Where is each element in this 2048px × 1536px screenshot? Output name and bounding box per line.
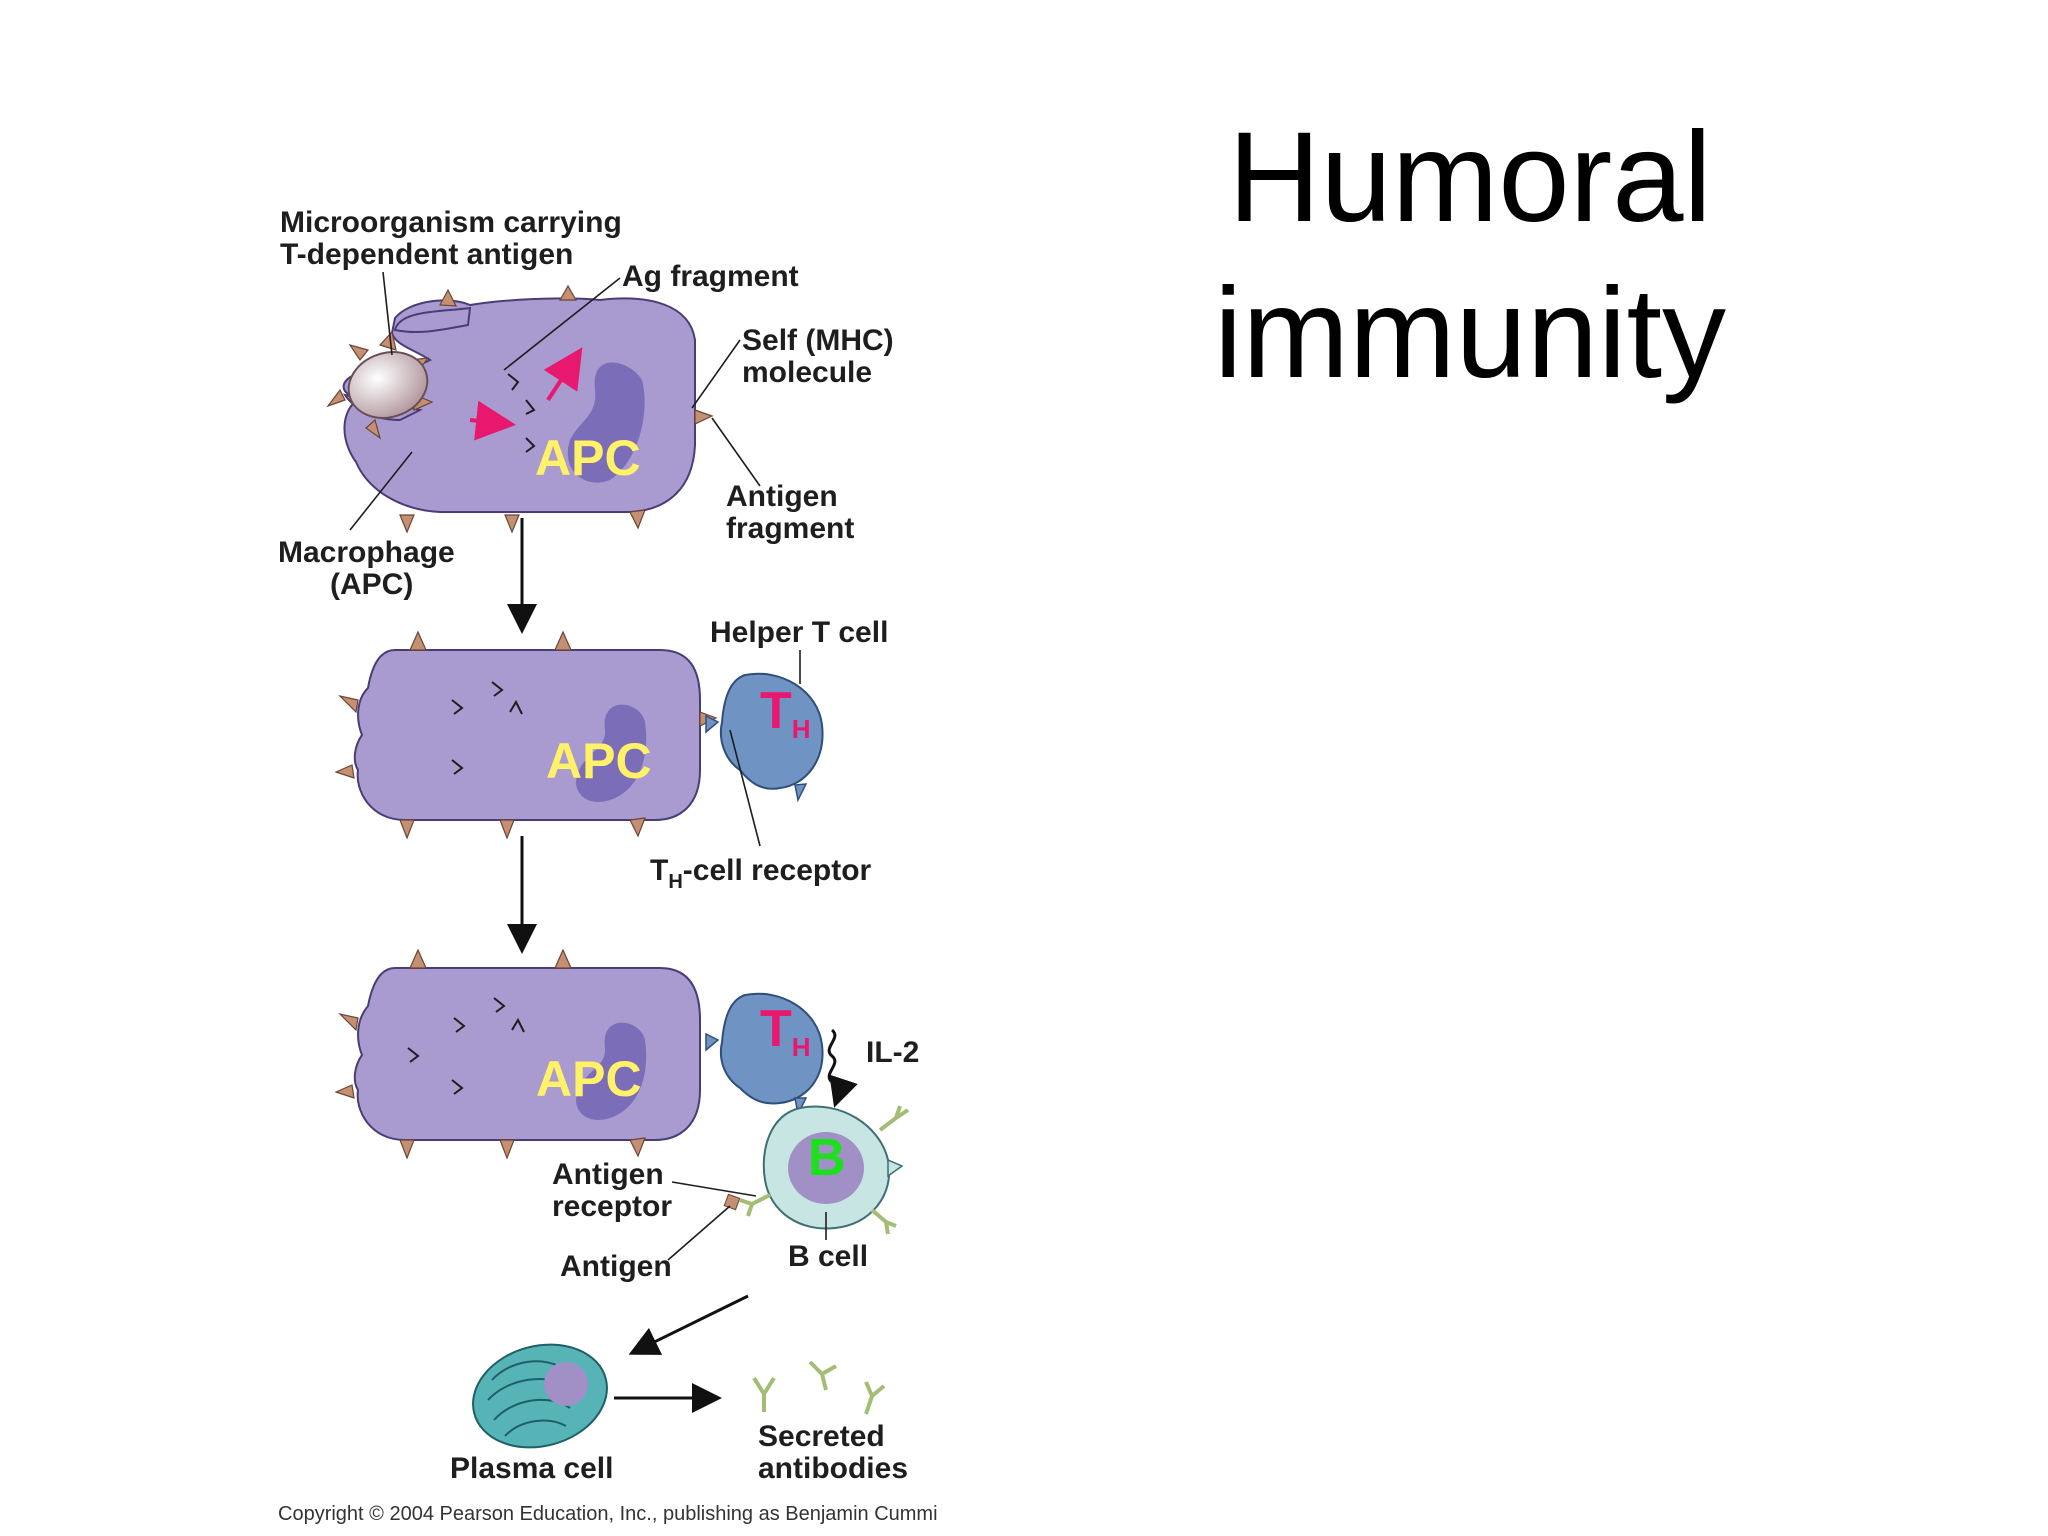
il2-signal-arrow — [827, 1028, 858, 1108]
surface-spikes-1 — [399, 284, 714, 534]
apc-label-2: APC — [546, 733, 652, 789]
microorganism-label-line1: Microorganism carrying — [280, 206, 622, 239]
secreted-antibodies-label-line1: Secreted — [758, 1420, 885, 1453]
b-letter: B — [808, 1129, 846, 1187]
il2-label: IL-2 — [866, 1036, 919, 1069]
bound-antigen — [723, 1193, 741, 1211]
ag-fragment-label: Ag fragment — [622, 260, 799, 293]
antigen-fragment-label-line1: Antigen — [726, 480, 838, 513]
antigen-fragment-label-line2: fragment — [726, 512, 854, 545]
internal-fragments-3 — [407, 997, 525, 1095]
internal-fragments-1 — [507, 373, 536, 453]
plasma-cell-body — [472, 1343, 608, 1449]
b-cell: B — [723, 1105, 910, 1235]
title-line-1: Humoral — [1228, 106, 1712, 249]
plasma-cell — [472, 1343, 608, 1449]
th-receptor-3 — [705, 1032, 720, 1052]
helper-t-cell-stage-3: TH — [705, 992, 824, 1117]
plasma-cell-nucleus — [544, 1362, 588, 1406]
antigen-label: Antigen — [560, 1250, 672, 1283]
helper-t-cell-stage-2: TH — [705, 672, 824, 803]
present-arrow — [543, 347, 583, 402]
macrophage-nucleus-2 — [576, 704, 647, 802]
self-mhc-label-line1: Self (MHC) — [742, 324, 894, 357]
b-cell-nucleus — [788, 1132, 864, 1204]
stage-3-labels: Antigen receptor Antigen B cell — [552, 1158, 868, 1283]
apc-label-1: APC — [535, 430, 641, 486]
macrophage-body-3 — [353, 967, 701, 1141]
self-mhc-label-line2: molecule — [742, 356, 872, 389]
b-cell-spike — [887, 1158, 904, 1178]
pseudopod-top — [393, 306, 472, 334]
macrophage-stage-1: APC — [326, 284, 714, 534]
flow-arrow-3 — [628, 1294, 749, 1355]
th-cell-body-2 — [720, 672, 824, 790]
copyright-notice: Copyright © 2004 Pearson Education, Inc.… — [278, 1503, 938, 1525]
th-letter-3: TH — [760, 1000, 811, 1062]
surface-spikes-3 — [334, 948, 646, 1160]
b-cell-antigen-receptors — [739, 1105, 910, 1235]
macrophage-leader — [349, 451, 413, 531]
microorganism-leader — [382, 271, 393, 356]
th-cell-receptor-label: TH-cell receptor — [650, 854, 872, 893]
microorganism — [326, 330, 434, 440]
apc-stage-2: APC — [334, 630, 718, 840]
b-cell-label: B cell — [788, 1240, 868, 1273]
antigen-receptor-label-line1: Antigen — [552, 1158, 664, 1191]
stage-2-labels: Helper T cell TH-cell receptor — [650, 616, 888, 893]
th-cell-receptor-leader — [729, 729, 761, 847]
plasma-cell-label: Plasma cell — [450, 1452, 613, 1485]
slide-title: Humoral immunity — [1160, 100, 1780, 412]
secreted-antibodies — [752, 1360, 886, 1415]
antigen-leader — [667, 1205, 731, 1261]
th-receptor — [705, 714, 720, 734]
self-mhc-leader — [691, 339, 741, 409]
apc-stage-3: APC — [334, 948, 701, 1160]
title-line-2: immunity — [1213, 262, 1727, 405]
th-letter-2: TH — [760, 682, 811, 744]
macrophage-nucleus-3 — [576, 1022, 647, 1120]
stage-1-labels: Microorganism carrying T-dependent antig… — [278, 206, 894, 601]
antigen-receptor-leader — [671, 1181, 757, 1197]
th-cell-body-3 — [720, 992, 824, 1105]
helper-t-cell-label: Helper T cell — [710, 616, 888, 649]
macrophage-nucleus-1 — [567, 362, 645, 483]
ag-fragment-leader — [503, 277, 621, 371]
engulf-arrow — [469, 400, 516, 441]
microorganism-label-line2: T-dependent antigen — [280, 238, 573, 271]
macrophage-label-line1: Macrophage — [278, 536, 455, 569]
antigen-fragment-leader — [711, 417, 761, 487]
internal-fragments-2 — [451, 681, 523, 775]
secreted-antibodies-label-line2: antibodies — [758, 1452, 908, 1485]
macrophage-label-line2: (APC) — [330, 568, 413, 601]
antigen-receptor-label-line2: receptor — [552, 1190, 672, 1223]
th-spike — [794, 783, 808, 803]
apc-label-3: APC — [536, 1051, 642, 1107]
